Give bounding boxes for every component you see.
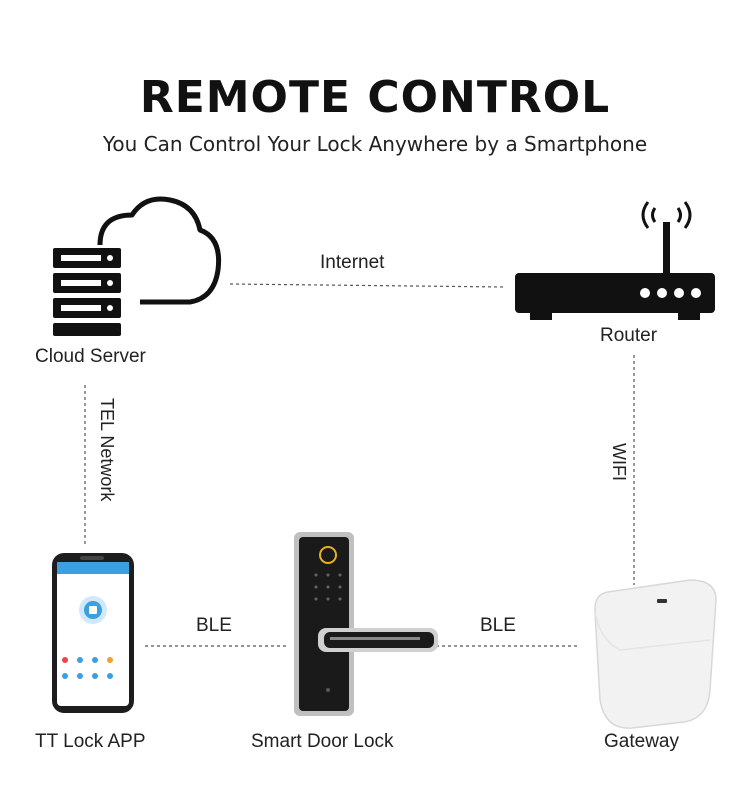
router-icon <box>515 201 715 320</box>
page-title: REMOTE CONTROL <box>139 72 611 123</box>
page-subtitle: You Can Control Your Lock Anywhere by a … <box>102 132 648 156</box>
internet-connector <box>229 283 506 288</box>
internet-label: Internet <box>320 252 385 273</box>
tel-network-label: TEL Network <box>97 398 117 502</box>
gateway-label: Gateway <box>604 731 679 752</box>
smart-lock-icon <box>294 532 438 716</box>
wifi-label: WIFI <box>609 443 629 481</box>
router-label: Router <box>600 325 658 346</box>
cloud-server-label: Cloud Server <box>35 346 146 367</box>
gateway-icon <box>594 579 717 729</box>
ble-right-label: BLE <box>480 615 516 636</box>
smartphone-icon <box>52 553 134 713</box>
smart-door-lock-label: Smart Door Lock <box>251 731 394 752</box>
ble-left-label: BLE <box>196 615 232 636</box>
cloud-server-icon <box>53 196 222 336</box>
tt-lock-app-label: TT Lock APP <box>35 731 146 752</box>
